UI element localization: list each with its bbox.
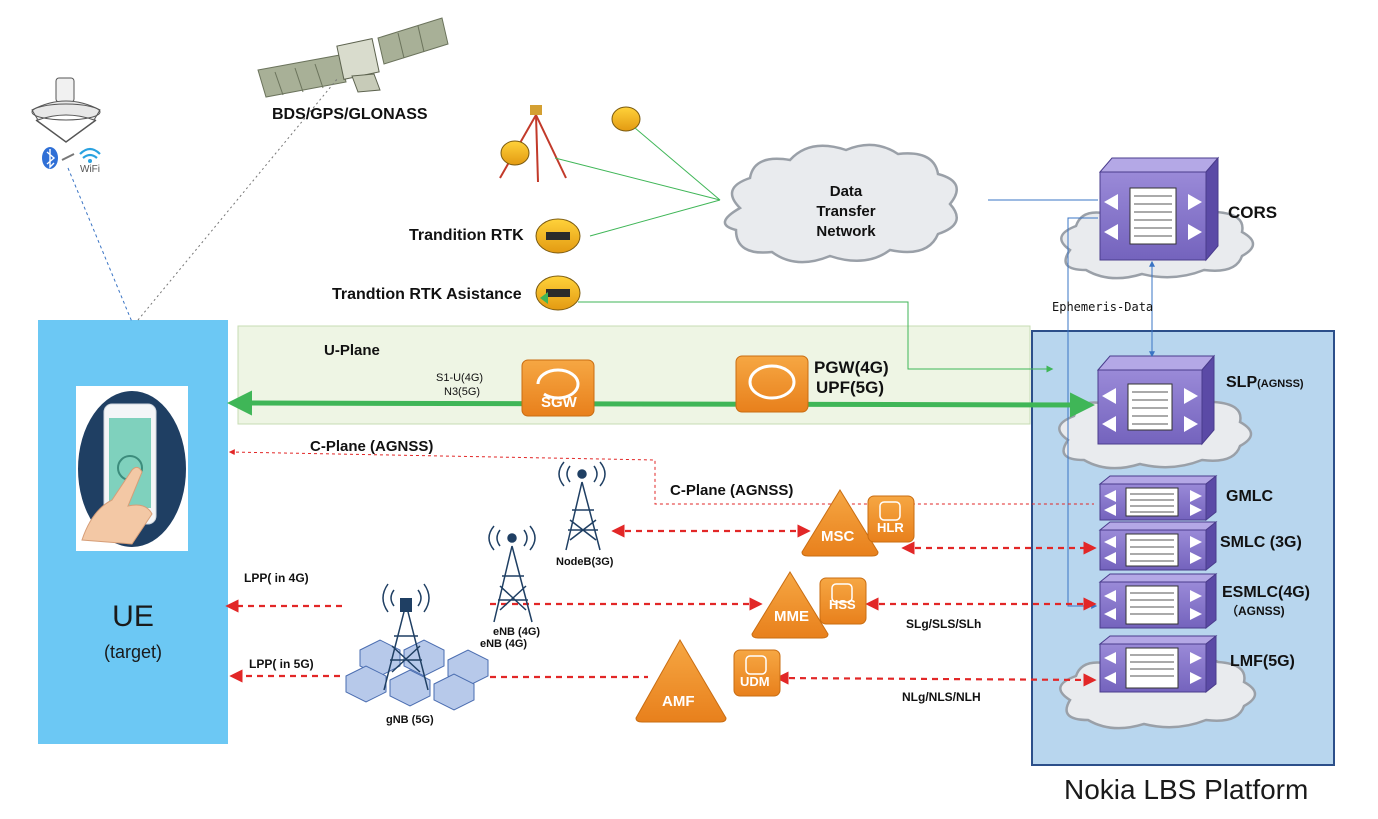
wifi-label: WiFi <box>80 164 100 175</box>
slg-label: SLg/SLS/SLh <box>906 617 982 631</box>
esmlc-server <box>1098 572 1218 630</box>
ue-subtitle: (target) <box>103 642 163 662</box>
phone-illustration <box>76 386 188 551</box>
beacon-link-line <box>67 167 133 323</box>
cors-label: CORS <box>1228 203 1278 222</box>
nodeb-tower <box>558 461 606 551</box>
lpp4-label: LPP( in 4G) <box>244 571 309 585</box>
cplane-line <box>228 449 1094 505</box>
mme-node <box>751 571 829 639</box>
rtk-tripod-station <box>499 105 567 183</box>
ephemeris-label: Ephemeris-Data <box>1052 300 1154 314</box>
enb-label-1: eNB (4G) <box>493 626 541 638</box>
rtk-traditional-label: Trandition RTK <box>409 227 524 244</box>
slp-label: SLP(AGNSS) <box>1226 374 1304 392</box>
rtk-receiver-traditional <box>535 218 581 254</box>
data-transfer-cloud <box>723 143 958 264</box>
slp-main-label: SLP <box>1226 374 1258 391</box>
enb-tower <box>488 525 536 623</box>
upf-label: UPF(5G) <box>816 378 884 397</box>
beacon-device <box>31 77 101 143</box>
satellite-icon <box>257 17 449 98</box>
gnss-label: BDS/GPS/GLONASS <box>272 106 428 123</box>
msc-node <box>801 489 879 557</box>
smlc-label: SMLC (3G) <box>1220 534 1302 551</box>
uplane-arrow <box>227 390 1095 418</box>
gmlc-server <box>1098 474 1218 522</box>
msc-label: MSC <box>821 528 855 545</box>
slp-sub-label: (AGNSS) <box>1257 378 1304 390</box>
amf-label: AMF <box>662 693 695 710</box>
gnb-label: gNB (5G) <box>386 714 434 726</box>
rtk-receiver-small <box>611 106 641 132</box>
lmf-label: LMF(5G) <box>1230 653 1295 670</box>
pgw-label: PGW(4G) <box>814 358 889 377</box>
udm-label: UDM <box>740 674 770 689</box>
wifi-icon <box>61 147 101 163</box>
sgw-label: SGW <box>541 394 577 411</box>
gmlc-label: GMLC <box>1226 488 1274 505</box>
lpp5-label: LPP( in 5G) <box>249 657 314 671</box>
hlr-node <box>867 495 915 543</box>
satellite-link-line <box>137 77 339 321</box>
signalling-lines <box>225 524 1097 687</box>
slp-server <box>1096 354 1216 446</box>
rtk-links <box>554 127 1054 373</box>
udm-node <box>733 649 781 697</box>
s1u-label: S1-U(4G) <box>436 372 484 384</box>
cloud-label: Data Transfer Network <box>816 183 876 240</box>
enb-label-2: eNB (4G) <box>480 638 528 650</box>
platform-title: Nokia LBS Platform <box>1064 774 1309 805</box>
cors-server <box>1098 156 1220 262</box>
nlg-label: NLg/NLS/NLH <box>902 690 981 704</box>
esmlc-label: ESMLC(4G) <box>1222 584 1310 601</box>
pgw-upf-node <box>735 355 809 413</box>
uplane-band <box>237 325 1031 425</box>
amf-node <box>635 638 727 723</box>
bluetooth-icon <box>42 147 58 169</box>
gnb-tower <box>345 583 489 711</box>
uplane-title: U-Plane <box>324 342 380 359</box>
smlc-server <box>1098 520 1218 572</box>
lmf-server <box>1098 634 1218 694</box>
hss-label: HSS <box>829 597 856 612</box>
cplane-label-2: C-Plane (AGNSS) <box>670 482 794 499</box>
mme-label: MME <box>774 608 809 625</box>
hss-node <box>819 577 867 625</box>
rtk-receiver-assistance <box>535 275 581 311</box>
n3-label: N3(5G) <box>444 386 481 398</box>
esmlc-sub-label: （AGNSS) <box>1226 604 1285 618</box>
hlr-label: HLR <box>877 520 904 535</box>
rtk-assistance-label: Trandtion RTK Asistance <box>332 286 522 303</box>
ue-title: UE <box>112 600 154 633</box>
cplane-label-1: C-Plane (AGNSS) <box>310 438 434 455</box>
sgw-node <box>521 359 595 417</box>
nodeb-label: NodeB(3G) <box>556 556 614 568</box>
